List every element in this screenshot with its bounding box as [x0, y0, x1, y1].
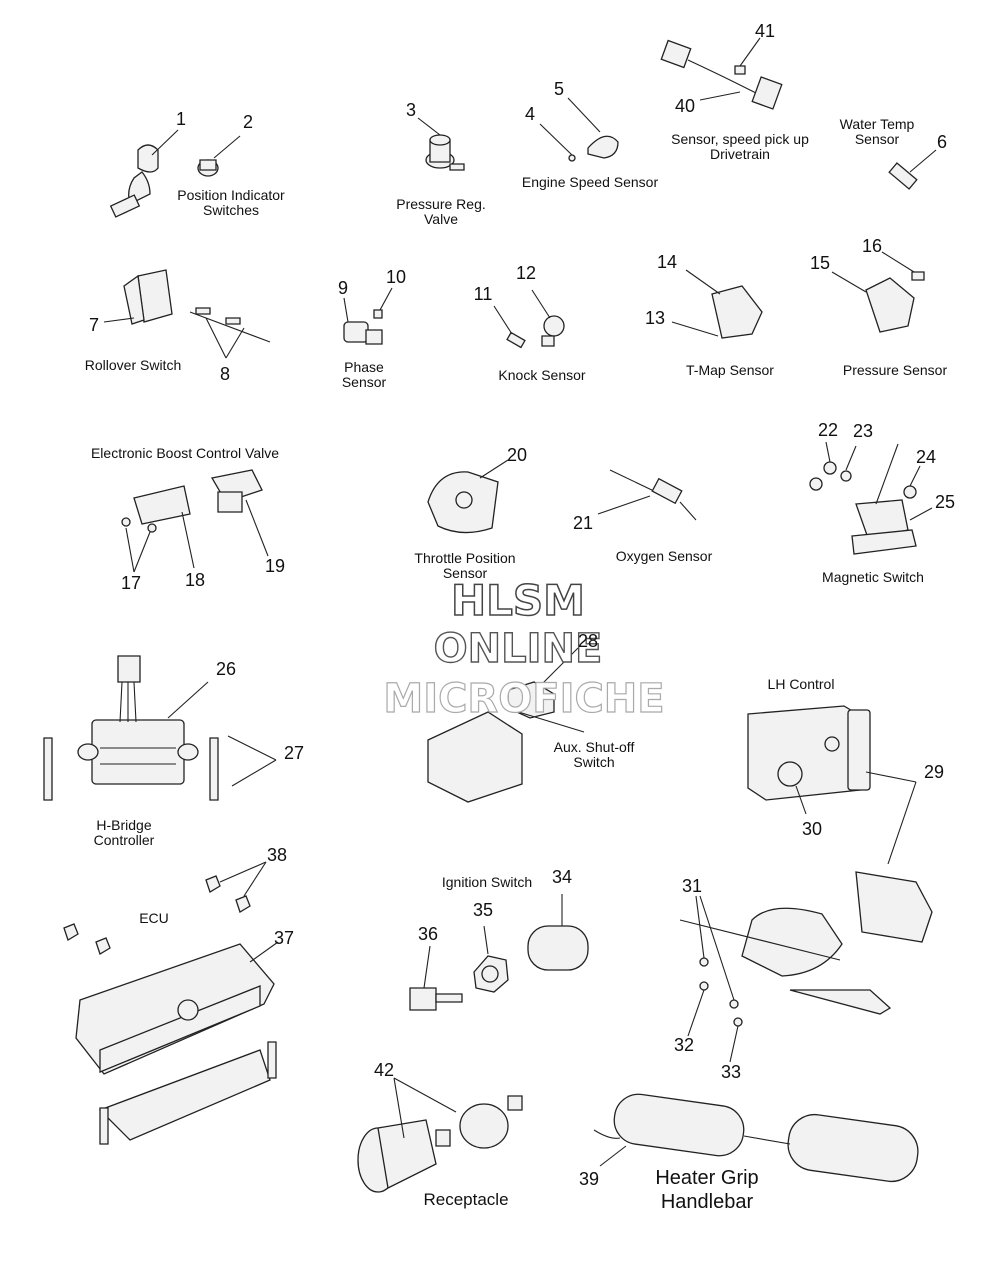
label-ignition: Ignition Switch — [441, 874, 533, 890]
label-speed-pickup: Sensor, speed pick up Drivetrain — [671, 131, 809, 162]
callout-19: 19 — [264, 556, 286, 576]
phase-sensor — [344, 288, 392, 344]
callout-38: 38 — [266, 845, 288, 865]
ignition-switch — [410, 894, 588, 1010]
label-hbridge: H-Bridge Controller — [93, 817, 155, 848]
throttle-position-sensor — [428, 460, 508, 533]
boost-control-valve — [122, 470, 268, 572]
lh-control — [748, 706, 916, 864]
callout-30: 30 — [801, 819, 823, 839]
callout-7: 7 — [88, 315, 100, 335]
callout-3: 3 — [405, 100, 417, 120]
callout-36: 36 — [417, 924, 439, 944]
callout-15: 15 — [809, 253, 831, 273]
tmap-sensor — [672, 270, 762, 338]
receptacle — [358, 1078, 522, 1192]
handle-assembly — [680, 872, 932, 1062]
callout-11: 11 — [473, 284, 493, 304]
h-bridge-controller — [44, 656, 276, 800]
watermark-line-2: ONLINE — [433, 625, 603, 672]
callout-2: 2 — [242, 112, 254, 132]
callout-27: 27 — [283, 743, 305, 763]
speed-pickup-sensor — [661, 38, 781, 109]
label-aux: Aux. Shut-off Switch — [553, 739, 635, 770]
watermark-line-1: HLSM — [450, 575, 585, 626]
oxygen-sensor — [598, 470, 696, 520]
label-knock: Knock Sensor — [498, 367, 586, 383]
label-position-indicator: Position Indicator Switches — [177, 187, 285, 218]
label-engine-speed: Engine Speed Sensor — [521, 174, 659, 190]
callout-12: 12 — [515, 263, 537, 283]
callout-26: 26 — [215, 659, 237, 679]
pressure-sensor — [832, 252, 924, 332]
label-heater-grip: Heater Grip Handlebar — [655, 1167, 759, 1213]
water-temp-sensor — [889, 150, 936, 189]
label-tmap: T-Map Sensor — [686, 362, 774, 378]
callout-14: 14 — [656, 252, 678, 272]
label-phase: Phase Sensor — [341, 359, 387, 390]
callout-18: 18 — [184, 570, 206, 590]
callout-16: 16 — [861, 236, 883, 256]
callout-1: 1 — [175, 109, 187, 129]
callout-5: 5 — [553, 79, 565, 99]
callout-23: 23 — [852, 421, 874, 441]
label-receptacle: Receptacle — [423, 1190, 509, 1209]
callout-20: 20 — [506, 445, 528, 465]
aux-shutoff-switch — [428, 648, 584, 802]
callout-13: 13 — [644, 308, 666, 328]
ecu — [64, 862, 278, 1144]
rollover-pins — [190, 308, 270, 358]
label-lh-control: LH Control — [767, 676, 835, 692]
callout-41: 41 — [754, 21, 776, 41]
position-switch-2 — [198, 136, 240, 176]
label-ecu: ECU — [139, 910, 169, 926]
engine-speed-sensor — [540, 98, 618, 161]
callout-24: 24 — [915, 447, 937, 467]
position-switch-1 — [111, 130, 178, 217]
callout-37: 37 — [273, 928, 295, 948]
label-rollover: Rollover Switch — [84, 357, 182, 373]
callout-40: 40 — [674, 96, 696, 116]
label-pressure-reg: Pressure Reg. Valve — [396, 196, 486, 227]
callout-29: 29 — [923, 762, 945, 782]
label-boost: Electronic Boost Control Valve — [90, 445, 280, 461]
label-water-temp: Water Temp Sensor — [839, 116, 915, 147]
callout-33: 33 — [720, 1062, 742, 1082]
rollover-switch — [104, 270, 172, 324]
callout-21: 21 — [572, 513, 594, 533]
knock-sensor — [494, 290, 564, 347]
callout-22: 22 — [817, 420, 839, 440]
label-oxygen: Oxygen Sensor — [615, 548, 713, 564]
callout-10: 10 — [385, 267, 407, 287]
callout-39: 39 — [578, 1169, 600, 1189]
callout-42: 42 — [373, 1060, 395, 1080]
callout-32: 32 — [673, 1035, 695, 1055]
label-throttle: Throttle Position Sensor — [414, 550, 516, 581]
callout-35: 35 — [472, 900, 494, 920]
heater-grip — [594, 1091, 921, 1185]
callout-4: 4 — [524, 104, 536, 124]
callout-28: 28 — [577, 631, 599, 651]
label-magnetic: Magnetic Switch — [822, 569, 924, 585]
callout-6: 6 — [936, 132, 948, 152]
magnetic-switch — [810, 442, 932, 554]
label-pressure-sensor: Pressure Sensor — [842, 362, 948, 378]
watermark-line-3: MICROFICHE — [383, 675, 665, 722]
callout-9: 9 — [337, 278, 349, 298]
callout-34: 34 — [551, 867, 573, 887]
pressure-reg-valve — [418, 118, 464, 170]
callout-17: 17 — [120, 573, 142, 593]
callout-25: 25 — [934, 492, 956, 512]
callout-8: 8 — [219, 364, 231, 384]
callout-31: 31 — [681, 876, 703, 896]
